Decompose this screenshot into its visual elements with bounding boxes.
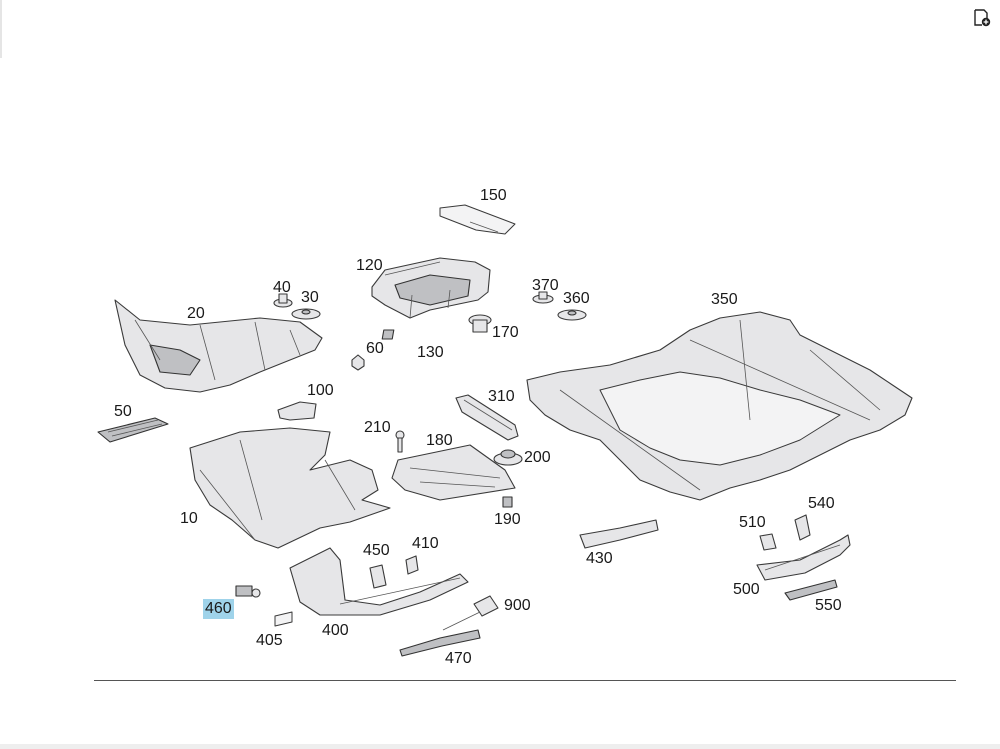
part-210[interactable] xyxy=(395,430,405,453)
part-20[interactable] xyxy=(114,299,323,393)
diagram-baseline xyxy=(94,680,956,681)
callout-510[interactable]: 510 xyxy=(739,514,766,531)
part-500[interactable] xyxy=(756,534,851,581)
callout-540[interactable]: 540 xyxy=(808,495,835,512)
callout-190[interactable]: 190 xyxy=(494,511,521,528)
bottom-strip xyxy=(0,744,1000,749)
callout-900[interactable]: 900 xyxy=(504,597,531,614)
callout-200[interactable]: 200 xyxy=(524,449,551,466)
callout-100[interactable]: 100 xyxy=(307,382,334,399)
callout-450[interactable]: 450 xyxy=(363,542,390,559)
callout-40[interactable]: 40 xyxy=(273,279,291,296)
callout-60[interactable]: 60 xyxy=(366,340,384,357)
callout-120[interactable]: 120 xyxy=(356,257,383,274)
callout-500[interactable]: 500 xyxy=(733,581,760,598)
part-150[interactable] xyxy=(439,204,516,235)
part-310[interactable] xyxy=(455,394,519,441)
part-370[interactable] xyxy=(532,291,554,304)
part-50[interactable] xyxy=(97,417,169,443)
part-470[interactable] xyxy=(399,629,481,657)
callout-430[interactable]: 430 xyxy=(586,550,613,567)
callout-50[interactable]: 50 xyxy=(114,403,132,420)
part-190[interactable] xyxy=(502,496,513,508)
part-200[interactable] xyxy=(493,449,523,466)
callout-180[interactable]: 180 xyxy=(426,432,453,449)
part-540[interactable] xyxy=(794,514,811,541)
part-180[interactable] xyxy=(391,444,516,501)
part-360[interactable] xyxy=(557,309,587,321)
page-add-icon[interactable] xyxy=(973,9,991,27)
part-900[interactable] xyxy=(442,595,499,631)
part-10[interactable] xyxy=(189,427,391,549)
part-450[interactable] xyxy=(369,564,387,589)
callout-405[interactable]: 405 xyxy=(256,632,283,649)
part-130[interactable] xyxy=(381,329,395,340)
callout-410[interactable]: 410 xyxy=(412,535,439,552)
part-350[interactable] xyxy=(526,311,913,501)
callout-400[interactable]: 400 xyxy=(322,622,349,639)
callout-210[interactable]: 210 xyxy=(364,419,391,436)
part-430[interactable] xyxy=(579,519,659,549)
part-405[interactable] xyxy=(274,611,293,627)
part-510[interactable] xyxy=(759,533,777,551)
callout-470[interactable]: 470 xyxy=(445,650,472,667)
callout-10[interactable]: 10 xyxy=(180,510,198,527)
callout-170[interactable]: 170 xyxy=(492,324,519,341)
part-400[interactable] xyxy=(289,547,469,616)
callout-20[interactable]: 20 xyxy=(187,305,205,322)
part-30[interactable] xyxy=(291,308,321,320)
callout-550[interactable]: 550 xyxy=(815,597,842,614)
part-170[interactable] xyxy=(468,314,492,333)
callout-150[interactable]: 150 xyxy=(480,187,507,204)
callout-310[interactable]: 310 xyxy=(488,388,515,405)
part-40[interactable] xyxy=(273,293,293,308)
callout-130[interactable]: 130 xyxy=(417,344,444,361)
callout-360[interactable]: 360 xyxy=(563,290,590,307)
left-edge-border xyxy=(0,0,2,58)
callout-30[interactable]: 30 xyxy=(301,289,319,306)
part-550[interactable] xyxy=(784,579,838,601)
part-100[interactable] xyxy=(277,401,317,421)
part-60[interactable] xyxy=(351,354,365,371)
callout-460[interactable]: 460 xyxy=(203,599,234,619)
part-120[interactable] xyxy=(371,257,491,319)
part-410[interactable] xyxy=(405,555,419,575)
part-460[interactable] xyxy=(235,585,261,598)
callout-370[interactable]: 370 xyxy=(532,277,559,294)
callout-350[interactable]: 350 xyxy=(711,291,738,308)
